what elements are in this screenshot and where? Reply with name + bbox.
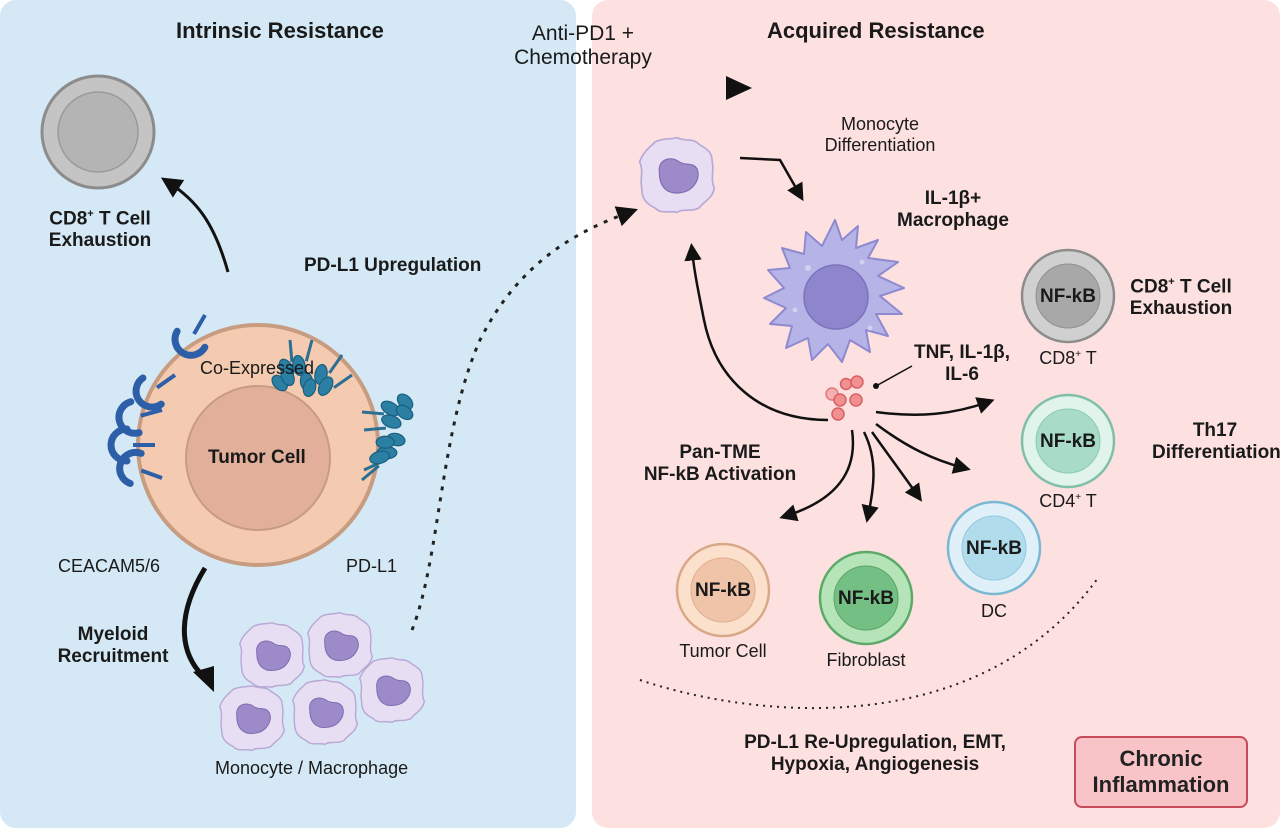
tumor-cell-right	[675, 542, 771, 638]
pdl1-label: PD-L1	[346, 556, 398, 576]
exhaustion-arrow	[160, 177, 230, 273]
co-expressed-label: Co-Expressed	[200, 358, 315, 378]
outcomes-label: PD-L1 Re-Upregulation, EMT,Hypoxia, Angi…	[744, 732, 1006, 775]
il1b-macrophage-label: IL-1β+Macrophage	[897, 188, 1009, 231]
cd8-exhausted-cell-left	[40, 74, 156, 190]
chronic-inflammation-box: Chronic Inflammation	[1074, 736, 1248, 808]
il1b-macrophage	[763, 219, 905, 363]
cd4-t-label: CD4+ T	[1039, 491, 1097, 511]
fibroblast-label: Fibroblast	[826, 650, 906, 670]
cd8-t-cell	[1020, 248, 1116, 344]
tumor-cell-right-label: Tumor Cell	[679, 641, 767, 661]
monocyte-cluster	[218, 611, 426, 752]
dc-label: DC	[981, 601, 1007, 621]
nfkb-label-tumor: NF-kB	[695, 580, 751, 601]
tumor-cell-label: Tumor Cell	[208, 447, 306, 468]
monocyte-macrophage-label: Monocyte / Macrophage	[215, 758, 409, 778]
acquired-title: Acquired Resistance	[767, 18, 985, 43]
cd8-exhaustion-label-right: CD8+ T Cell Exhaustion	[1129, 276, 1233, 320]
tumor-cell	[136, 323, 380, 567]
ceacam-label: CEACAM5/6	[58, 556, 161, 576]
differentiation-arrow	[739, 156, 804, 202]
myeloid-recruitment-arrow	[181, 566, 208, 677]
fibroblast-cell	[818, 550, 914, 646]
cd8-exhaustion-label-left: CD8+ T Cell Exhaustion	[48, 208, 152, 252]
cytokines-label: TNF, IL-1β,IL-6	[913, 342, 1011, 385]
therapy-arrowhead	[726, 76, 752, 100]
nfkb-label-cd8: NF-kB	[1040, 286, 1096, 307]
feedback-arrow	[684, 243, 829, 422]
nfkb-label-fibroblast: NF-kB	[838, 588, 894, 609]
cytokine-cluster	[825, 375, 864, 421]
cd4-t-cell	[1020, 393, 1116, 489]
chronic-line-1: Chronic	[1119, 745, 1203, 771]
nfkb-label-cd4: NF-kB	[1040, 431, 1096, 452]
therapy-label: Anti-PD1 +Chemotherapy	[514, 22, 652, 70]
pdl1-upregulation-label: PD-L1 Upregulation	[304, 255, 482, 276]
dotted-arc	[639, 577, 1099, 710]
dc-cell	[946, 500, 1042, 596]
dotted-recruitment-curve	[410, 206, 638, 631]
monocyte-right	[638, 136, 716, 214]
nfkb-activation-arrows	[779, 397, 995, 523]
intrinsic-title: Intrinsic Resistance	[176, 18, 384, 43]
nfkb-label-dc: NF-kB	[966, 538, 1022, 559]
cd8-t-label: CD8+ T	[1039, 348, 1097, 368]
chronic-line-2: Inflammation	[1092, 772, 1230, 797]
